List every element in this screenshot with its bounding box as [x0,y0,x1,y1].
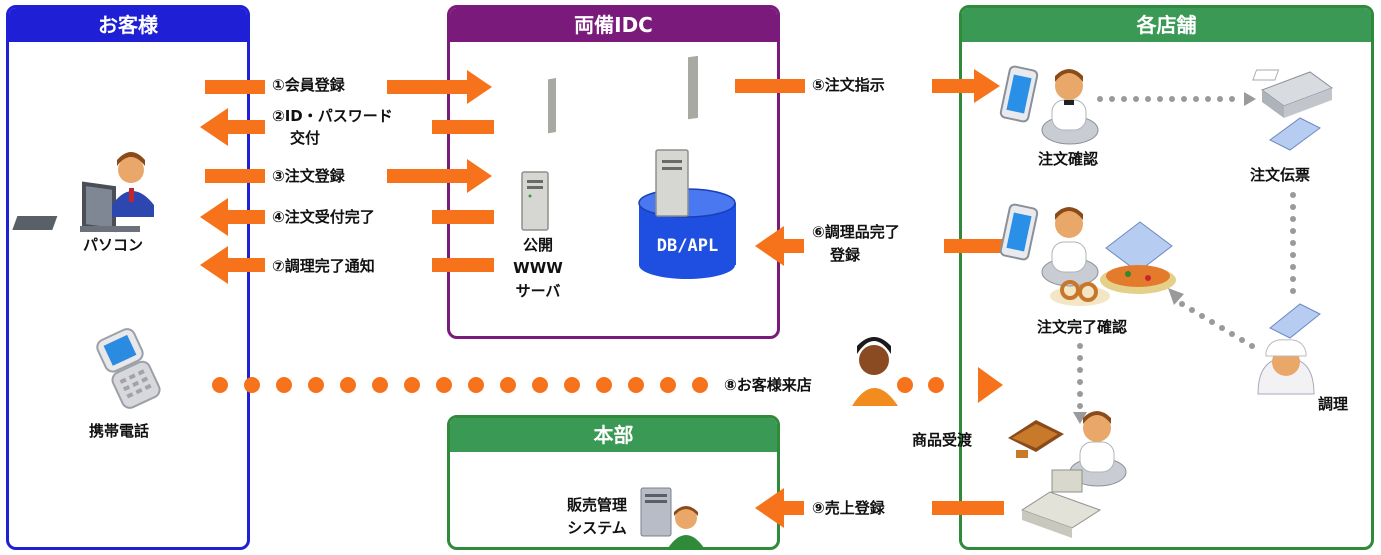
arrow-step5-left [735,79,805,93]
sales-system-label-line1: 販売管理 [566,496,627,514]
dots-gray [1073,92,1296,424]
step8-label: ⑧お客様来店 [724,376,812,394]
tablet-icon-2 [999,203,1039,261]
order-confirm-label: 注文確認 [1037,150,1098,168]
step2-label-line2: 交付 [290,129,321,147]
arrow-step1-right [387,80,467,94]
arrow-step9-head [755,488,784,528]
idc-panel-title: 両備IDC [450,8,777,42]
arrow-step2-head [200,108,228,146]
www-server-label-line2: WWW [513,259,563,277]
customer-panel-title: お客様 [9,8,247,42]
order-slip-label: 注文伝票 [1249,166,1310,184]
pc-icon [12,152,154,233]
hq-panel: 本部 [447,415,780,550]
step7-label: ⑦調理完了通知 [272,257,375,275]
store-panel-title: 各店舗 [962,8,1371,42]
hq-panel-title: 本部 [450,418,777,452]
waiter-icon-2 [1041,207,1099,287]
dots-step8 [212,377,944,393]
order-slip-icon-2 [1105,221,1173,273]
step6-label-line1: ⑥調理品完了 [812,223,900,241]
sales-system-icon [640,487,704,548]
arrow-step7-head [200,246,228,284]
step5-label: ⑤注文指示 [812,76,885,94]
mobile-phone-icon [96,328,161,409]
www-server-label-line3: サーバ [515,282,561,300]
www-server-label-line1: 公開 [522,236,553,254]
printer-icon [1252,69,1334,118]
order-slip-icon-3 [1269,303,1321,339]
arrow-step9-right [932,501,1004,515]
arrow-step4-right [432,210,494,224]
arrow-step6-left [784,239,804,253]
arrow-step3-left [205,169,265,183]
step1-label: ①会員登録 [272,76,345,94]
arrow-step4-left [228,210,265,224]
step2-label-line1: ②ID・パスワード [272,107,393,125]
tablet-icon-1 [999,65,1039,123]
arrow-step8-head [978,367,1003,403]
arrow-step7-left [228,258,265,272]
arrow-step2-right [432,120,494,134]
goods-box-icon [1008,420,1064,458]
step4-label: ④注文受付完了 [272,208,375,226]
mobile-phone-label: 携帯電話 [88,422,149,440]
arrow-step5-right [932,79,974,93]
customer-panel: お客様 [6,5,250,550]
arrow-step3-right [387,169,467,183]
arrow-step6-right [944,239,1004,253]
database-label: DB/APL [656,236,719,256]
arrow-step9-left [784,501,804,515]
visiting-customer-icon [852,337,898,406]
waiter-icon-1 [1041,69,1099,145]
idc-panel: 両備IDC [447,5,780,339]
sales-system-label-line2: システム [567,519,627,537]
handover-label: 商品受渡 [912,431,973,449]
www-server-icon [521,77,556,231]
arrow-step4-head [200,198,228,236]
pc-label: パソコン [82,236,143,254]
arrow-step1-left [205,80,265,94]
step9-label: ⑨売上登録 [812,499,885,517]
arrow-step7-right [432,258,494,272]
arrow-step2-left [228,120,265,134]
arrow-step5-head [974,69,1000,103]
pizza-icon [1100,265,1176,294]
arrow-step3-head [467,159,492,193]
step3-label: ③注文登録 [272,167,345,185]
order-slip-icon-1 [1269,117,1321,151]
cook-label: 調理 [1318,395,1349,413]
cash-register-icon [1020,469,1102,538]
arrow-step1-head [467,70,492,104]
database-icon [638,55,736,279]
waiter-icon-3 [1069,411,1127,487]
step6-label-line2: 登録 [830,246,861,264]
rings-dish-icon [1050,280,1110,306]
cook-icon [1257,339,1315,395]
arrow-step6-head [755,226,784,266]
order-complete-label: 注文完了確認 [1036,318,1127,336]
